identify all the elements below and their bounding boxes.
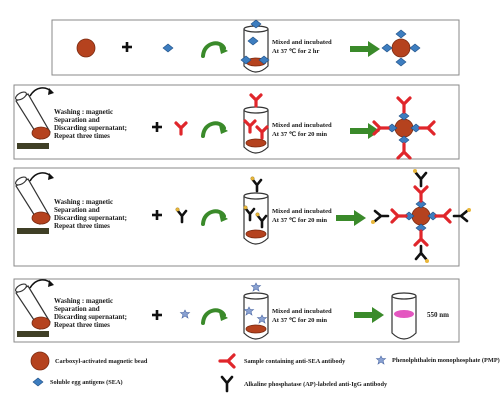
step-panel-4: Washing : magnetic Separation and Discar…: [13, 278, 460, 343]
magnetic-bead-icon: [76, 38, 96, 58]
legend-pmp-icon: [376, 355, 386, 365]
wash-step-line: Washing : magnetic: [54, 297, 113, 305]
wash-step-line: Discarding supernatant;: [54, 124, 127, 132]
legend-anti-sea-antibody-icon: [218, 353, 236, 369]
legend-anti-sea-antibody-label: Sample containing anti-SEA antibody: [244, 358, 346, 365]
wash-step-line: Separation and: [54, 116, 100, 124]
wash-step-line: Discarding supernatant;: [54, 313, 127, 321]
wash-step-line: Repeat three times: [54, 132, 110, 140]
condition-line: At 37 ℃ for 20 min: [272, 216, 327, 224]
step-panel-3: Washing : magnetic Separation and Discar…: [13, 167, 471, 267]
legend-ap-antibody-label: Alkaline phosphatase (AP)-labeled anti-I…: [244, 381, 388, 388]
condition-line: Mixed and incubated: [272, 39, 332, 46]
legend-pmp-label: Phenolphthalein monophosphate (PMP): [392, 357, 500, 364]
bead-antibody-complex-icon: [372, 96, 436, 160]
legend-bead-icon: [30, 351, 50, 371]
legend-sea-icon: [32, 377, 44, 387]
magnetic-separation-icon: [15, 87, 54, 149]
magnetic-separation-icon: [15, 279, 54, 337]
condition-line: Mixed and incubated: [272, 308, 332, 315]
wash-step-line: Separation and: [54, 206, 100, 214]
legend-sea-label: Soluble egg antigens (SEA): [50, 379, 123, 386]
condition-line: At 37 ℃ for 20 min: [272, 316, 327, 324]
sandwich-complex-icon: [371, 169, 471, 263]
step-panel-1: Mixed and incubated At 37 ℃ for 2 hr: [51, 19, 460, 76]
wash-step-line: Repeat three times: [54, 222, 110, 230]
condition-line: At 37 ℃ for 20 min: [272, 130, 327, 138]
reaction-tube-icon: [243, 282, 269, 340]
wash-step-line: Washing : magnetic: [54, 198, 113, 206]
condition-line: Mixed and incubated: [272, 208, 332, 215]
wash-step-line: Separation and: [54, 305, 100, 313]
readout-cuvette-icon: [391, 292, 417, 340]
condition-line: At 37 ℃ for 2 hr: [272, 47, 319, 55]
absorbance-wavelength: 550 nm: [427, 311, 449, 319]
reaction-tube-icon: [242, 175, 269, 245]
legend-ap-antibody-icon: [220, 375, 234, 393]
legend-bead-label: Carboxyl-activated magnetic bead: [55, 358, 148, 365]
magnetic-separation-icon: [15, 172, 54, 234]
legend: Carboxyl-activated magnetic bead Sample …: [30, 351, 500, 393]
reaction-tube-icon: [243, 93, 269, 154]
condition-line: Mixed and incubated: [272, 122, 332, 129]
colored-product: [394, 310, 414, 318]
wash-step-line: Discarding supernatant;: [54, 214, 127, 222]
step-panel-2: Washing : magnetic Separation and Discar…: [13, 84, 460, 160]
wash-step-line: Washing : magnetic: [54, 108, 113, 116]
reaction-tube-icon: [240, 19, 270, 73]
wash-step-line: Repeat three times: [54, 321, 110, 329]
bead-sea-complex-icon: [381, 29, 421, 67]
